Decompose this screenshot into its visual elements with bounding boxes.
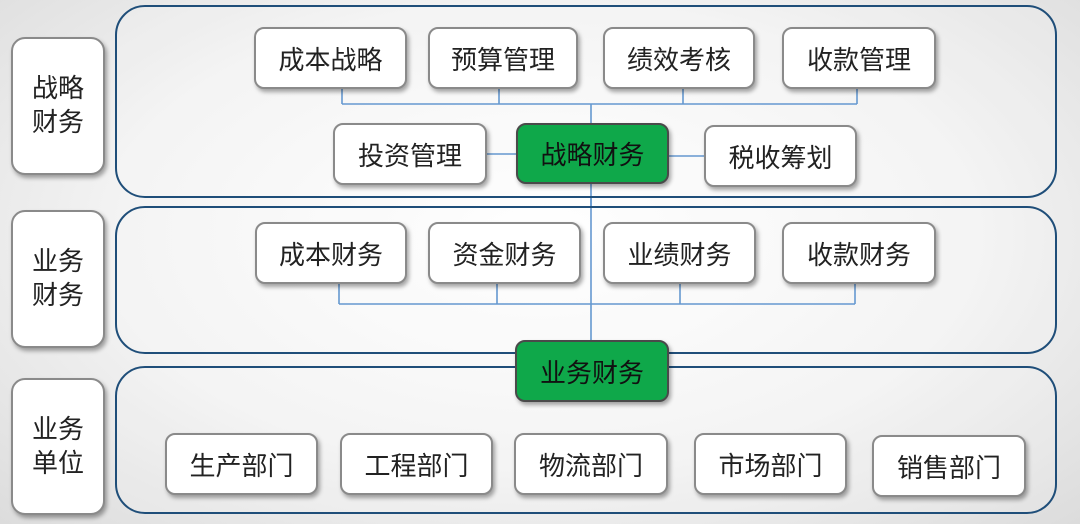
section-label-units: 业务单位 <box>11 378 105 515</box>
node-performance-finance: 业绩财务 <box>603 222 756 284</box>
section-label-text: 业务单位 <box>31 414 84 479</box>
node-investment-management: 投资管理 <box>333 123 487 185</box>
node-budget-management: 预算管理 <box>428 27 578 89</box>
node-cost-finance: 成本财务 <box>255 222 407 284</box>
section-label-business: 业务财务 <box>11 210 105 348</box>
node-marketing-dept: 市场部门 <box>694 433 847 495</box>
node-receivables-management: 收款管理 <box>782 27 936 89</box>
section-label-text: 战略财务 <box>31 74 84 138</box>
node-performance-review: 绩效考核 <box>603 27 755 89</box>
node-logistics-dept: 物流部门 <box>514 433 668 495</box>
section-label-strategic: 战略财务 <box>11 37 105 175</box>
node-cost-strategy: 成本战略 <box>254 27 407 89</box>
node-tax-planning: 税收筹划 <box>704 125 857 187</box>
section-label-text: 业务财务 <box>31 247 84 311</box>
node-engineering-dept: 工程部门 <box>340 433 493 495</box>
node-strategic-finance: 战略财务 <box>516 123 669 184</box>
node-business-finance: 业务财务 <box>515 340 669 402</box>
node-receivables-finance: 收款财务 <box>782 222 936 284</box>
node-sales-dept: 销售部门 <box>872 435 1026 497</box>
node-production-dept: 生产部门 <box>165 433 318 495</box>
node-capital-finance: 资金财务 <box>428 222 581 284</box>
